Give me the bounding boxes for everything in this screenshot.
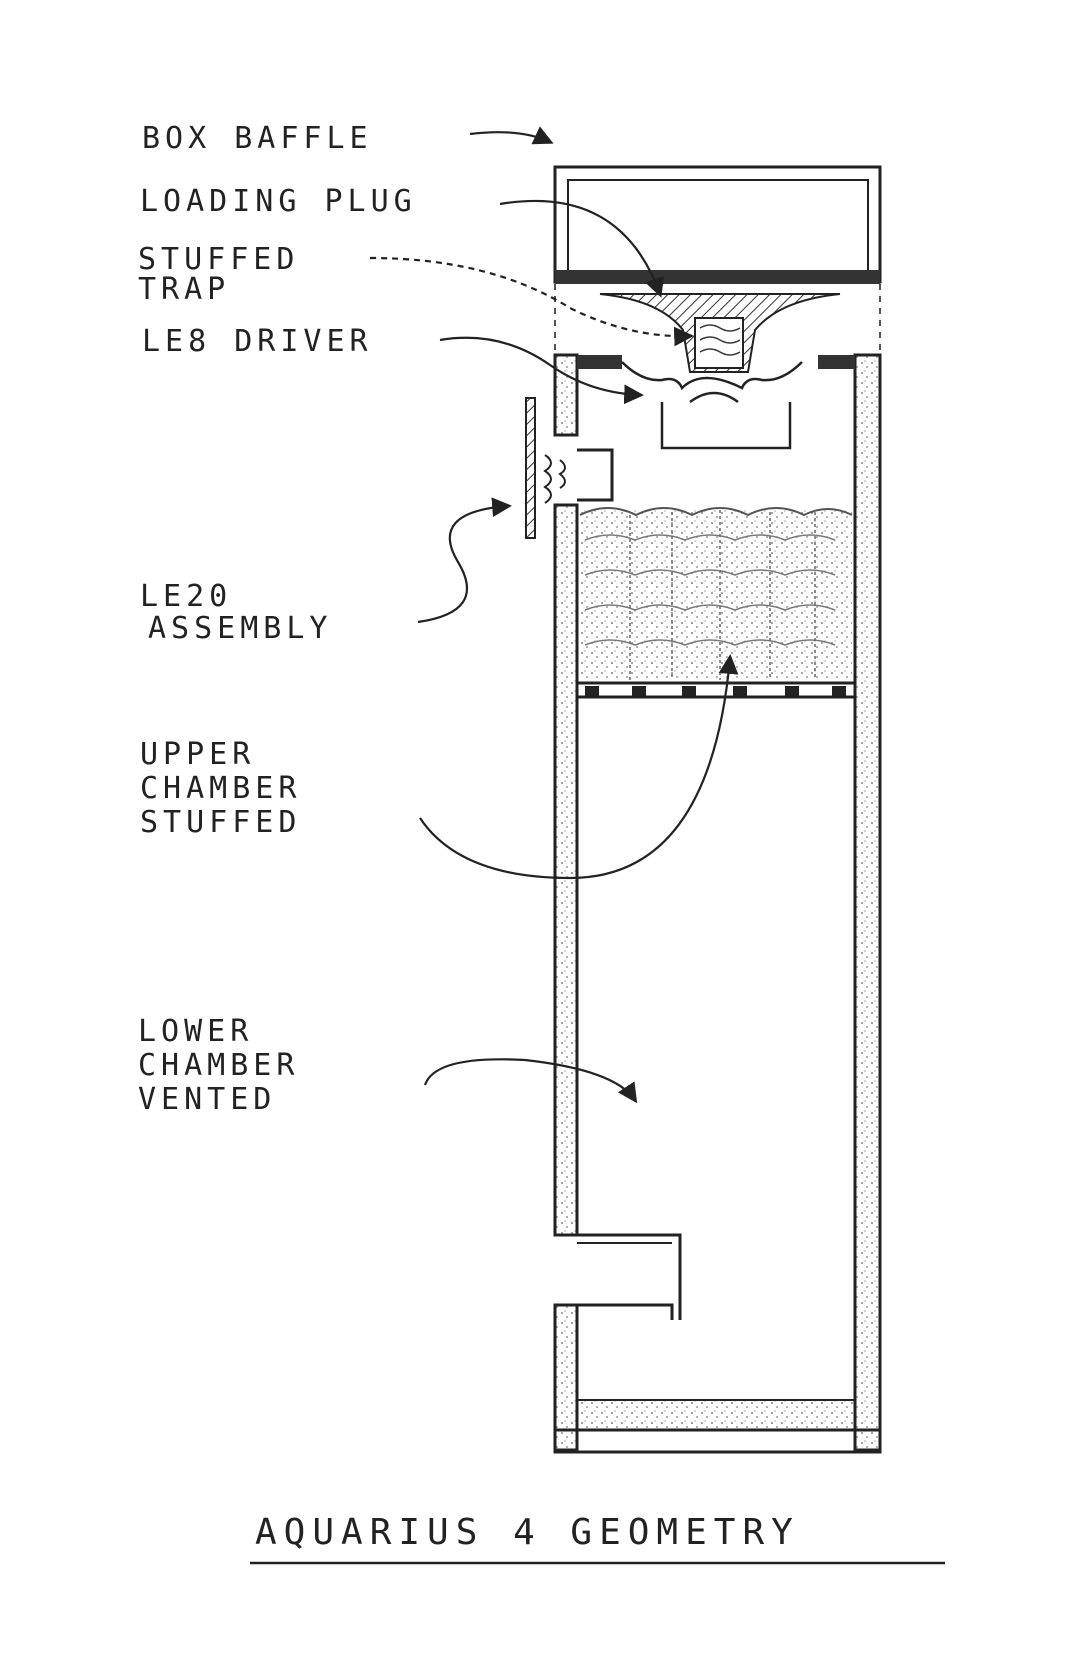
label-stuffed-trap-line1: STUFFED bbox=[138, 242, 300, 277]
leader-le20-assembly bbox=[417, 497, 512, 624]
label-lower-chamber-line3: VENTED bbox=[138, 1082, 277, 1117]
label-stuffed-trap-line2: TRAP bbox=[138, 272, 231, 307]
upper-chamber-stuffing bbox=[575, 507, 857, 699]
leader-le8-driver bbox=[439, 336, 644, 405]
label-upper-chamber-line1: UPPER bbox=[140, 737, 256, 772]
leader-box-baffle bbox=[469, 126, 554, 145]
leader-stuffed-trap bbox=[369, 256, 694, 347]
box-baffle-box bbox=[553, 165, 882, 284]
leader-lower-chamber bbox=[423, 1058, 638, 1104]
label-loading-plug: LOADING PLUG bbox=[140, 184, 417, 219]
label-upper-chamber-line3: STUFFED bbox=[140, 805, 302, 840]
lower-vent bbox=[555, 1233, 682, 1320]
label-lower-chamber-line2: CHAMBER bbox=[138, 1048, 300, 1083]
label-lower-chamber-line1: LOWER bbox=[138, 1014, 254, 1049]
leader-upper-chamber bbox=[419, 654, 739, 880]
label-box-baffle: BOX BAFFLE bbox=[142, 121, 373, 156]
label-le20-assembly-line2: ASSEMBLY bbox=[148, 611, 333, 646]
label-upper-chamber-line2: CHAMBER bbox=[140, 771, 302, 806]
label-le8-driver: LE8 DRIVER bbox=[142, 324, 373, 359]
leader-loading-plug bbox=[499, 199, 664, 298]
cabinet-outer-walls bbox=[553, 353, 882, 1454]
loading-plug bbox=[599, 293, 841, 373]
diagram-title: AQUARIUS 4 GEOMETRY bbox=[255, 1512, 800, 1553]
label-le20-assembly-line1: LE20 bbox=[140, 579, 233, 614]
le8-driver bbox=[621, 361, 803, 450]
leader-lines bbox=[369, 126, 739, 1104]
le20-assembly bbox=[525, 397, 614, 539]
